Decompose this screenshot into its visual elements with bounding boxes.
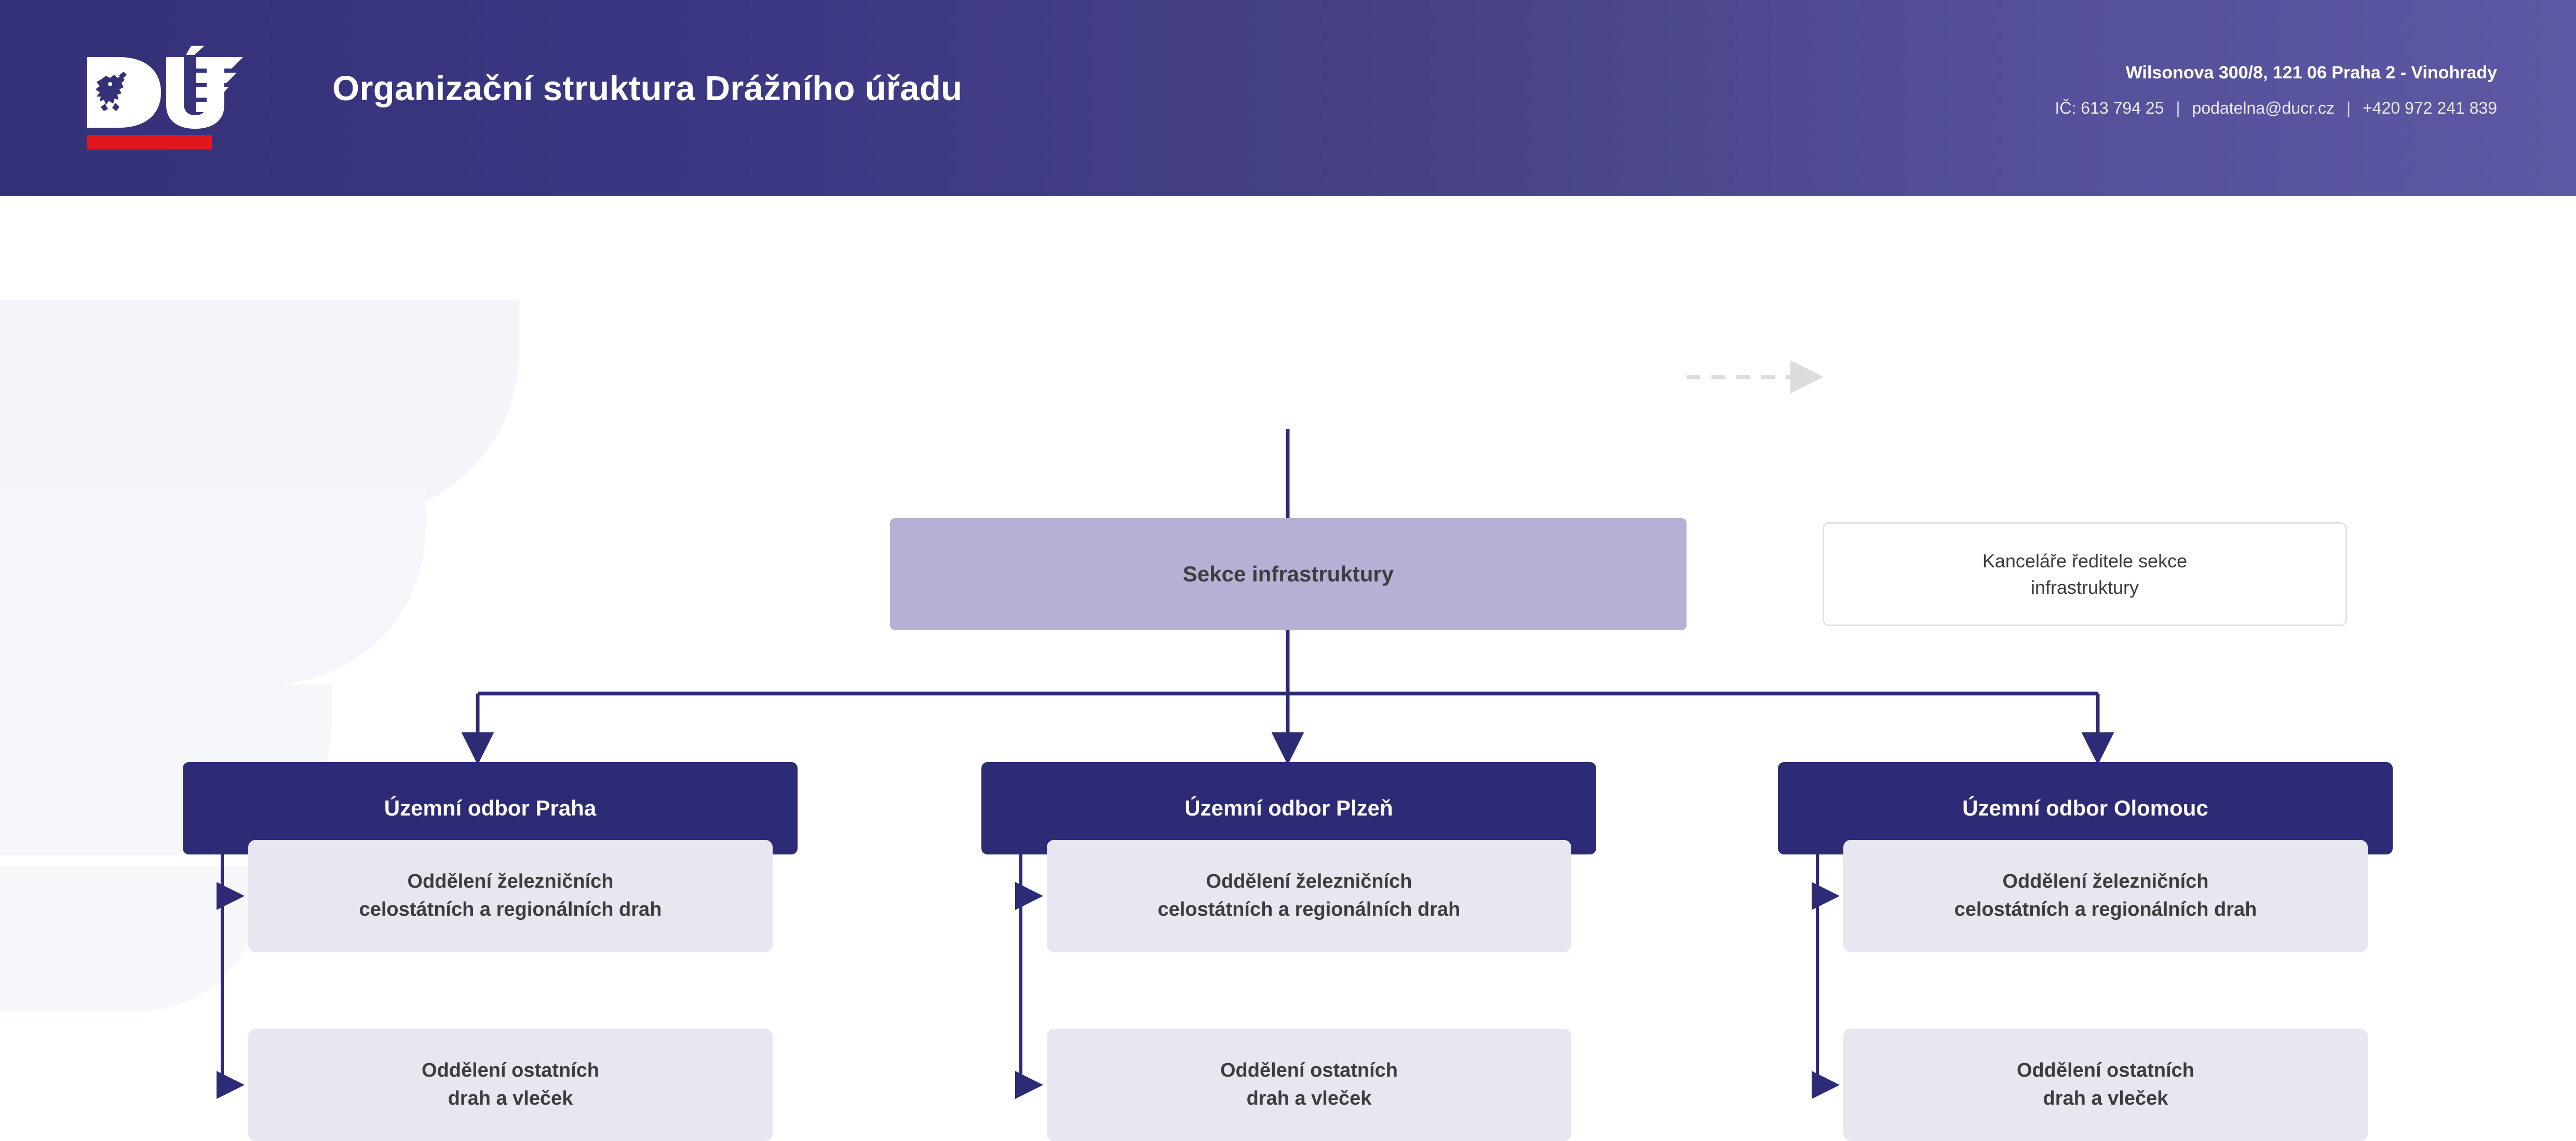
node-office-label-line2: infrastruktury [2030,577,2139,598]
org-chart: Sekce infrastruktury Kanceláře ředitele … [0,196,2576,1141]
node-dept-0-label: Územní odbor Praha [384,796,597,821]
contact-email[interactable]: podatelna@ducr.cz [2192,99,2335,117]
node-praha-oddeleni-ostatnich-drah[interactable]: Oddělení ostatních drah a vleček [248,1029,773,1141]
node-uzemni-odbor-plzen[interactable]: Územní odbor Plzeň [981,762,1596,854]
node-sekce-infrastruktury[interactable]: Sekce infrastruktury [890,518,1687,630]
contact-address: Wilsonova 300/8, 121 06 Praha 2 - Vinohr… [2125,63,2497,83]
node-dept-0-child-0-line2: celostátních a regionálních drah [359,899,662,920]
node-dept-1-child-0-line2: celostátních a regionálních drah [1157,899,1461,920]
node-dept-2-child-1-line1: Oddělení ostatních [2016,1060,2195,1082]
node-kancelare-reditele-sekce[interactable]: Kanceláře ředitele sekce infrastruktury [1823,522,2347,626]
node-dept-0-child-0-line1: Oddělení železničních [407,871,614,893]
lion-emblem [96,72,127,111]
node-olomouc-oddeleni-zeleznicnich-drah[interactable]: Oddělení železničních celostátních a reg… [1843,840,2368,952]
page-title: Organizační struktura Drážního úřadu [332,69,963,108]
node-plzen-oddeleni-zeleznicnich-drah[interactable]: Oddělení železničních celostátních a reg… [1047,840,1571,952]
node-plzen-oddeleni-ostatnich-drah[interactable]: Oddělení ostatních drah a vleček [1047,1029,1571,1141]
node-dept-1-child-1-line1: Oddělení ostatních [1220,1060,1398,1082]
contact-phone[interactable]: +420 972 241 839 [2363,99,2497,117]
contact-separator-1: | [2176,99,2180,117]
node-dept-2-child-0-line2: celostátních a regionálních drah [1954,899,2257,920]
contact-separator-2: | [2346,99,2351,117]
node-dept-1-child-1-line2: drah a vleček [1246,1088,1372,1109]
chart-connectors [217,360,2114,1099]
node-office-label-line1: Kanceláře ředitele sekce [1982,550,2188,572]
node-olomouc-oddeleni-ostatnich-drah[interactable]: Oddělení ostatních drah a vleček [1843,1029,2368,1141]
header-contact-block: Wilsonova 300/8, 121 06 Praha 2 - Vinohr… [2055,61,2497,119]
node-praha-oddeleni-zeleznicnich-drah[interactable]: Oddělení železničních celostátních a reg… [248,840,773,952]
contact-details: IČ: 613 794 25 | podatelna@ducr.cz | +42… [2055,97,2497,119]
logo-red-bar [87,135,212,150]
node-dept-2-child-1-line2: drah a vleček [2043,1088,2168,1109]
node-office-label: Kanceláře ředitele sekce infrastruktury [1982,548,2187,601]
node-dept-0-child-1-line1: Oddělení ostatních [421,1060,600,1082]
node-root-label: Sekce infrastruktury [1182,562,1394,587]
node-dept-1-child-0-line1: Oddělení železničních [1206,871,1412,893]
node-dept-2-child-0-line1: Oddělení železničních [2002,871,2209,893]
node-dept-2-label: Územní odbor Olomouc [1962,796,2208,821]
node-dept-0-child-1-line2: drah a vleček [448,1088,573,1109]
node-uzemni-odbor-praha[interactable]: Územní odbor Praha [183,762,798,854]
ducr-logo[interactable] [87,46,243,150]
page-header: Organizační struktura Drážního úřadu Wil… [0,0,2576,196]
node-dept-1-label: Územní odbor Plzeň [1184,796,1393,821]
node-uzemni-odbor-olomouc[interactable]: Územní odbor Olomouc [1778,762,2393,854]
contact-ico: IČ: 613 794 25 [2055,99,2164,117]
